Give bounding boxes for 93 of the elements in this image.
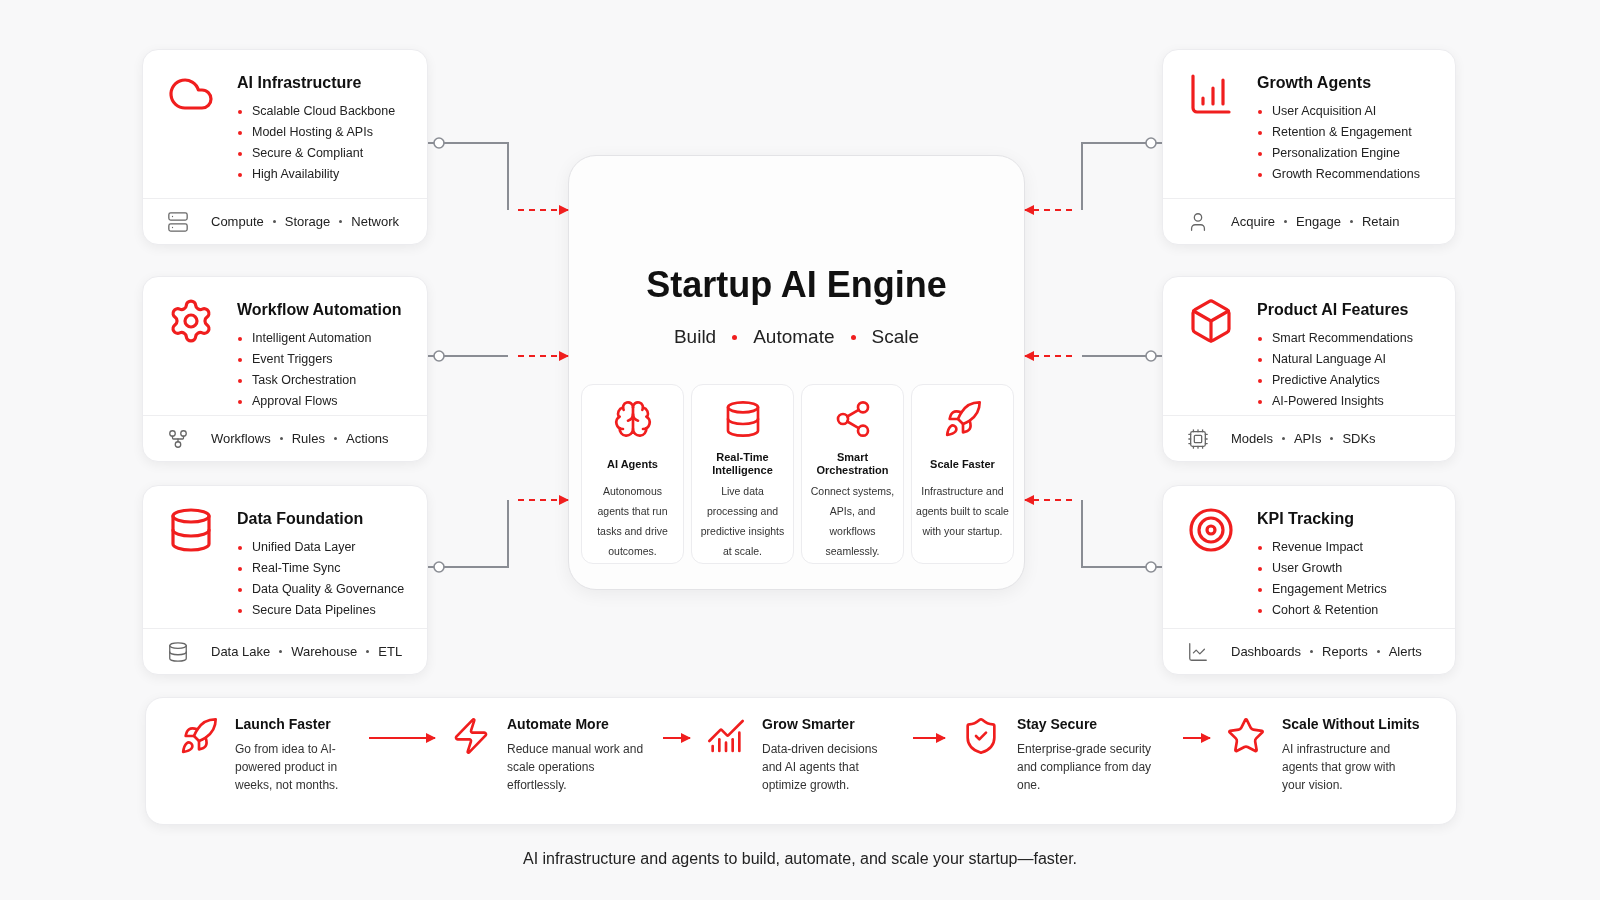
feature-title: Smart Orchestration — [815, 451, 890, 477]
feature-title: AI Agents — [607, 456, 658, 472]
card-title: Growth Agents — [1257, 74, 1373, 92]
step-description: Reduce manual work and scale operations effortlessly. — [507, 741, 645, 794]
footer-item: Models — [1231, 431, 1273, 446]
connector-arrow — [1024, 350, 1163, 362]
feature-card — [911, 384, 1014, 564]
footer-item: Retain — [1361, 214, 1400, 229]
category-card — [1162, 49, 1456, 245]
connector-arrow — [1024, 495, 1163, 573]
flow-arrow — [912, 733, 946, 743]
flow-arrow — [662, 733, 691, 743]
card-title: Data Foundation — [237, 510, 365, 528]
bullet-item: Secure & Compliant — [237, 143, 396, 164]
footer-item: Data Lake — [211, 644, 271, 659]
footer-item: SDKs — [1342, 431, 1376, 446]
connector-arrow — [1024, 137, 1163, 215]
bullet-item: Growth Recommendations — [1257, 164, 1420, 185]
step-title: Launch Faster — [235, 716, 332, 732]
engine-panel — [568, 155, 1025, 590]
bullet-item: Retention & Engagement — [1257, 122, 1420, 143]
step-description: AI infrastructure and agents that grow with your vision. — [1282, 741, 1397, 794]
category-card — [142, 485, 428, 675]
footer-item: Workflows — [211, 431, 271, 446]
bullet-item: Real-Time Sync — [237, 558, 405, 579]
category-card — [1162, 485, 1456, 675]
bullet-item: Natural Language AI — [1257, 349, 1414, 370]
feature-description: Infrastructure and agents built to scale with your startup. — [916, 484, 1009, 539]
step-description: Enterprise-grade security and compliance from day one. — [1017, 741, 1153, 794]
step-title: Scale Without Limits — [1282, 716, 1421, 732]
feature-card — [801, 384, 904, 564]
bullet-item: Personalization Engine — [1257, 143, 1420, 164]
card-title: AI Infrastructure — [237, 74, 363, 92]
step-title: Stay Secure — [1017, 716, 1099, 732]
category-card — [142, 49, 428, 245]
bullet-item: Engagement Metrics — [1257, 579, 1387, 600]
footer-item: ETL — [378, 644, 403, 659]
bullet-item: User Acquisition AI — [1257, 101, 1420, 122]
benefits-band — [145, 697, 1457, 825]
bullet-item: AI-Powered Insights — [1257, 391, 1414, 412]
feature-description: Connect systems, APIs, and workflows seamlessly. — [809, 484, 896, 559]
footer-item: Rules — [291, 431, 325, 446]
bullet-item: Intelligent Automation — [237, 328, 402, 349]
bullet-item: Approval Flows — [237, 391, 402, 412]
tagline-word: Automate — [753, 326, 835, 348]
bullet-item: User Growth — [1257, 558, 1387, 579]
bullet-item: Event Triggers — [237, 349, 402, 370]
category-card — [1162, 276, 1456, 462]
bullet-item: Smart Recommendations — [1257, 328, 1414, 349]
bullet-item: Cohort & Retention — [1257, 600, 1387, 621]
flow-arrow — [1182, 733, 1211, 743]
step-description: Data-driven decisions and AI agents that optimize growth. — [762, 741, 879, 794]
step-title: Grow Smarter — [762, 716, 856, 732]
footer-item: Dashboards — [1231, 644, 1302, 659]
connector-arrow — [427, 137, 569, 215]
bullet-item: High Availability — [237, 164, 396, 185]
footer-item: APIs — [1293, 431, 1322, 446]
card-title: Product AI Features — [1257, 301, 1410, 319]
feature-description: Autonomous agents that run tasks and drive outcomes. — [596, 484, 669, 559]
feature-description: Live data processing and predictive insights at scale. — [699, 484, 786, 559]
flow-arrow — [368, 733, 436, 743]
category-card — [142, 276, 428, 462]
engine-title: Startup AI Engine — [645, 264, 948, 306]
feature-card — [581, 384, 684, 564]
caption: AI infrastructure and agents to build, automate, and scale your startup—faster. — [521, 850, 1079, 868]
footer-item: Alerts — [1388, 644, 1422, 659]
bullet-item: Task Orchestration — [237, 370, 402, 391]
step-title: Automate More — [507, 716, 610, 732]
connector-arrow — [427, 350, 569, 362]
footer-item: Engage — [1296, 214, 1341, 229]
bullet-item: Data Quality & Governance — [237, 579, 405, 600]
bullet-item: Unified Data Layer — [237, 537, 405, 558]
bullet-item: Model Hosting & APIs — [237, 122, 396, 143]
feature-title: Scale Faster — [930, 456, 995, 472]
footer-item: Warehouse — [291, 644, 358, 659]
tagline-word: Scale — [871, 326, 920, 348]
feature-card — [691, 384, 794, 564]
bullet-item: Scalable Cloud Backbone — [237, 101, 396, 122]
tagline-word: Build — [673, 326, 717, 348]
footer-item: Compute — [211, 214, 264, 229]
bullet-item: Revenue Impact — [1257, 537, 1387, 558]
footer-item: Network — [351, 214, 399, 229]
footer-item: Reports — [1322, 644, 1368, 659]
step-description: Go from idea to AI-powered product in weeks, not months. — [235, 741, 340, 794]
footer-item: Acquire — [1231, 214, 1276, 229]
card-title: KPI Tracking — [1257, 510, 1355, 528]
footer-item: Storage — [284, 214, 331, 229]
feature-title: Real-Time Intelligence — [711, 451, 774, 477]
bullet-item: Predictive Analytics — [1257, 370, 1414, 391]
connector-arrow — [427, 495, 569, 573]
bullet-item: Secure Data Pipelines — [237, 600, 405, 621]
card-title: Workflow Automation — [237, 301, 402, 319]
footer-item: Actions — [345, 431, 389, 446]
